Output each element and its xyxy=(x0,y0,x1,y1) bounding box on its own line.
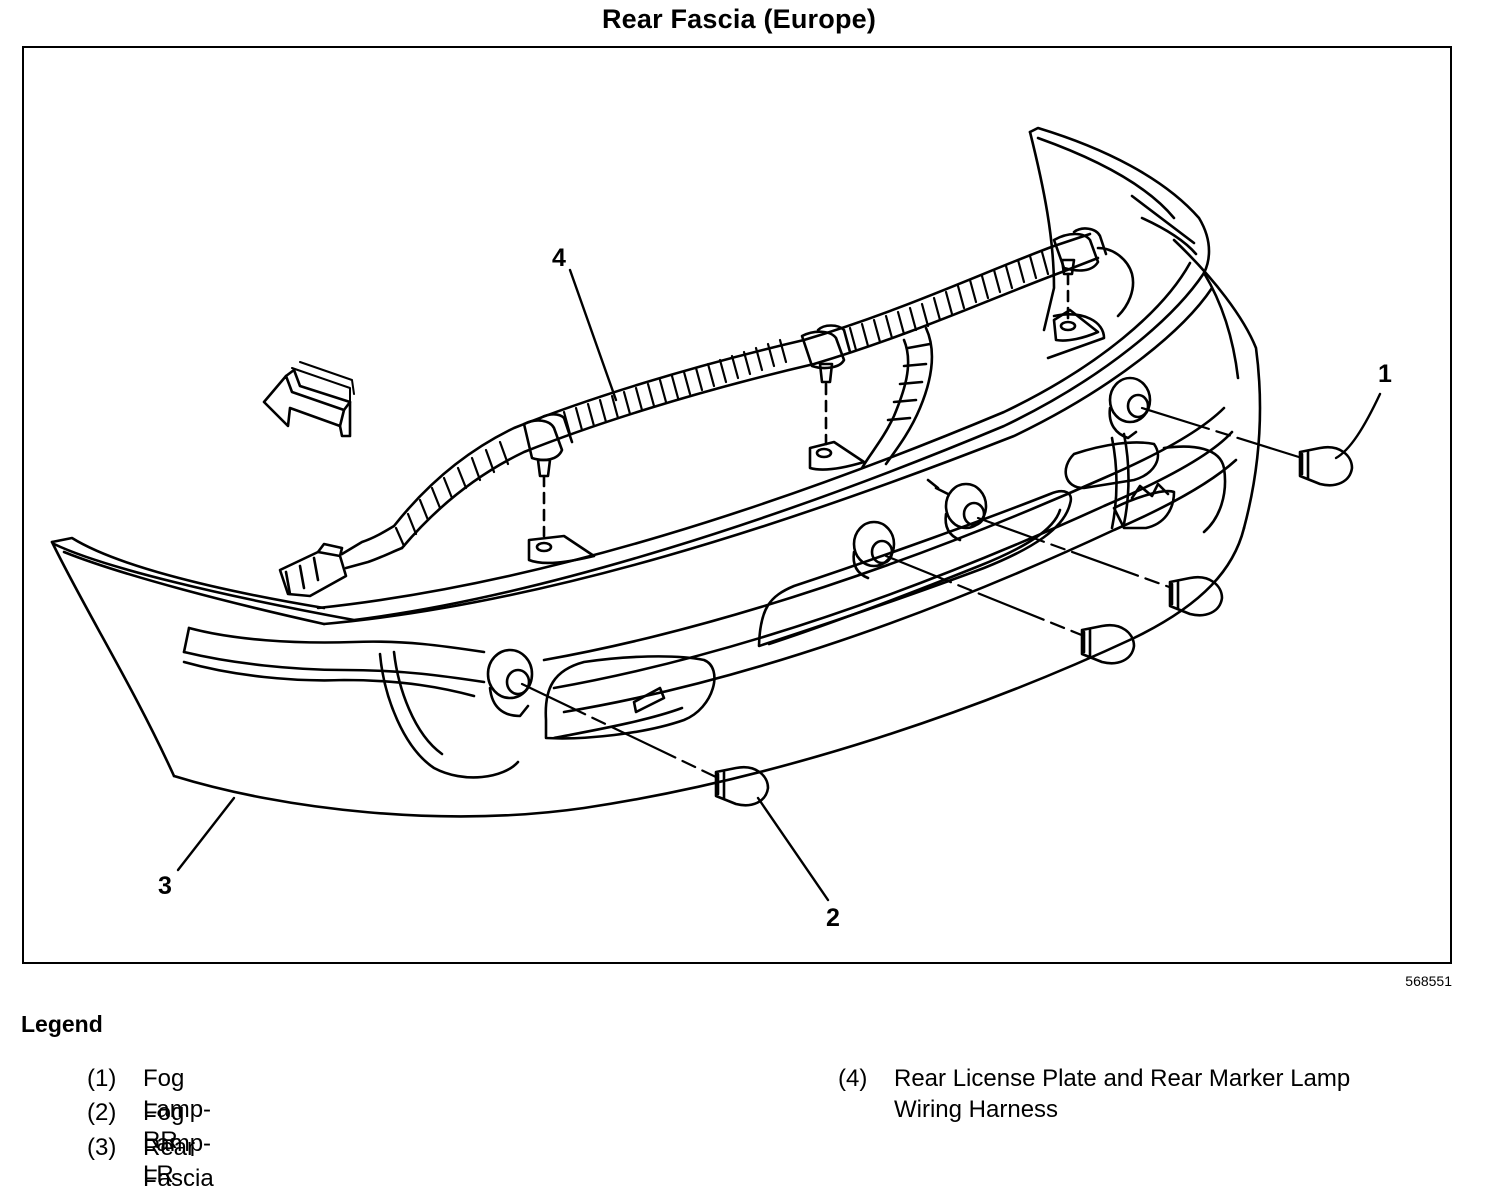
fog-lamp-sockets xyxy=(486,376,1152,718)
legend-item-label: Rear Fascia xyxy=(143,1134,214,1192)
front-direction-arrow-icon xyxy=(262,361,355,438)
callout-4: 4 xyxy=(552,244,566,272)
rear-fascia-illustration: 4 1 2 3 xyxy=(50,126,1392,932)
legend-heading: Legend xyxy=(21,1011,103,1037)
mounting-tabs xyxy=(527,258,1100,565)
bulb-sightlines xyxy=(520,406,1304,780)
fog-lamp-bulbs xyxy=(714,445,1354,807)
callout-3: 3 xyxy=(158,872,172,900)
legend-item-number: (3) xyxy=(87,1134,117,1161)
diagram-title: Rear Fascia (Europe) xyxy=(601,4,877,34)
diagram-figure: 4 1 2 3 xyxy=(22,46,1452,964)
callout-leaders xyxy=(176,268,1382,902)
callout-1: 1 xyxy=(1378,360,1392,388)
legend-item-number: (4) xyxy=(838,1065,868,1092)
legend-item-label: Fog Lamp-RR xyxy=(143,1065,212,1154)
legend-item-number: (2) xyxy=(87,1099,117,1126)
figure-id: 568551 xyxy=(1405,973,1452,989)
legend-item-number: (1) xyxy=(87,1065,117,1092)
legend-item-label: Rear License Plate and Rear Marker Lamp … xyxy=(894,1065,1351,1123)
rear-fascia-part xyxy=(50,126,1262,818)
wiring-harness-part xyxy=(278,227,1135,598)
callout-2: 2 xyxy=(826,904,840,932)
